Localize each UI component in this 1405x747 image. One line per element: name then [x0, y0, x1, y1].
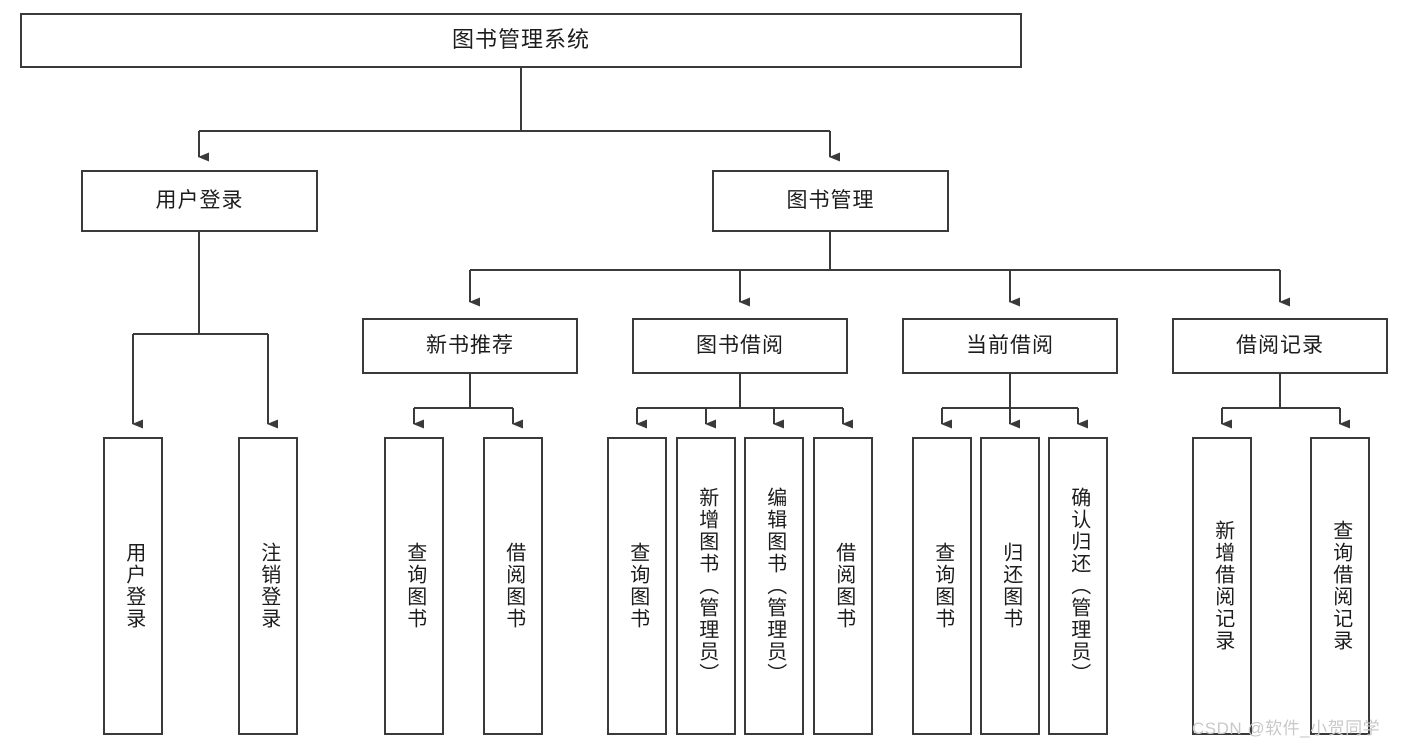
node-label: 借阅记录 — [1236, 334, 1324, 358]
node-label: 图书管理 — [786, 189, 875, 213]
node-label: 归还图书 — [999, 542, 1022, 630]
node-root-book-management-system[interactable]: 图书管理系统 — [20, 13, 1022, 68]
node-label: 新书推荐 — [426, 334, 514, 358]
node-label: 借阅图书 — [832, 542, 855, 630]
node-current-borrowing[interactable]: 当前借阅 — [902, 318, 1118, 374]
node-label: 新增借阅记录 — [1211, 520, 1234, 652]
leaf-logout[interactable]: 注销登录 — [238, 437, 298, 735]
leaf-return-book[interactable]: 归还图书 — [980, 437, 1040, 735]
node-label: 当前借阅 — [966, 334, 1054, 358]
node-label: 查询图书 — [931, 542, 954, 630]
leaf-user-login[interactable]: 用户登录 — [103, 437, 163, 735]
node-borrowing-records[interactable]: 借阅记录 — [1172, 318, 1388, 374]
node-label: 新增图书（管理员） — [695, 487, 718, 685]
leaf-confirm-return-admin[interactable]: 确认归还（管理员） — [1048, 437, 1108, 735]
node-label: 确认归还（管理员） — [1067, 487, 1090, 685]
node-label: 借阅图书 — [502, 542, 525, 630]
leaf-query-book-borrowing[interactable]: 查询图书 — [607, 437, 667, 735]
watermark: CSDN @软件_小贺同学 — [1192, 719, 1381, 738]
node-book-borrowing[interactable]: 图书借阅 — [632, 318, 848, 374]
leaf-query-book-current[interactable]: 查询图书 — [912, 437, 972, 735]
leaf-edit-book-admin[interactable]: 编辑图书（管理员） — [744, 437, 804, 735]
leaf-query-borrowing-record[interactable]: 查询借阅记录 — [1310, 437, 1370, 735]
node-user-login[interactable]: 用户登录 — [81, 170, 318, 232]
leaf-query-book-recommendation[interactable]: 查询图书 — [384, 437, 444, 735]
leaf-add-book-admin[interactable]: 新增图书（管理员） — [676, 437, 736, 735]
node-label: 图书借阅 — [696, 334, 784, 358]
node-new-book-recommendation[interactable]: 新书推荐 — [362, 318, 578, 374]
leaf-borrow-book[interactable]: 借阅图书 — [813, 437, 873, 735]
node-label: 查询图书 — [626, 542, 649, 630]
node-label: 图书管理系统 — [451, 27, 590, 53]
leaf-add-borrowing-record[interactable]: 新增借阅记录 — [1192, 437, 1252, 735]
node-label: 用户登录 — [122, 542, 145, 630]
node-label: 查询图书 — [403, 542, 426, 630]
node-label: 查询借阅记录 — [1329, 520, 1352, 652]
node-label: 用户登录 — [155, 189, 244, 213]
node-label: 注销登录 — [257, 542, 280, 630]
node-label: 编辑图书（管理员） — [763, 487, 786, 685]
node-book-management[interactable]: 图书管理 — [712, 170, 949, 232]
leaf-borrow-book-recommendation[interactable]: 借阅图书 — [483, 437, 543, 735]
